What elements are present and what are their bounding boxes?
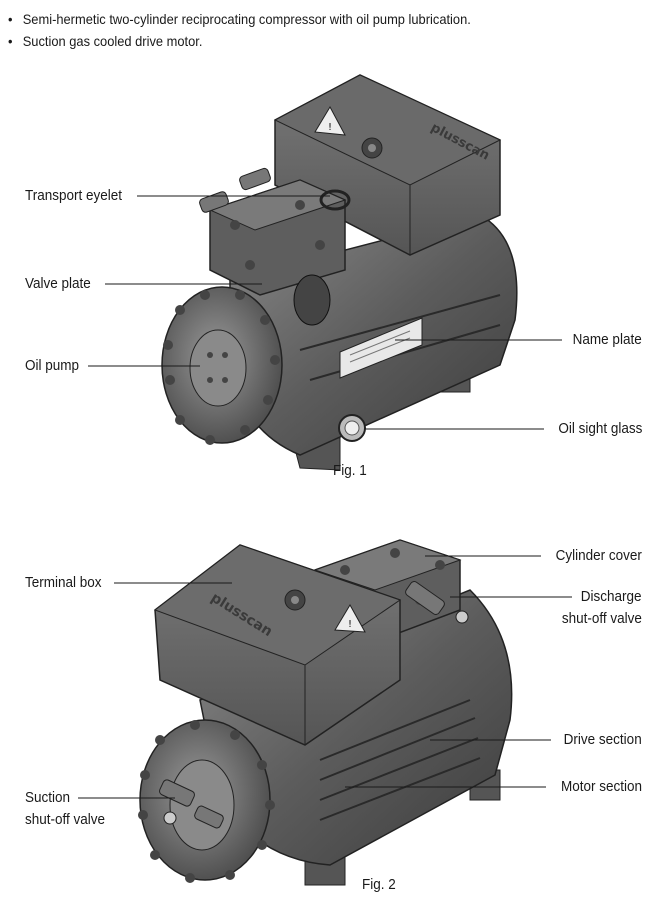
svg-text:!: ! <box>328 122 332 133</box>
compressor-figure-1: ! plusscan <box>161 74 518 471</box>
label-discharge-line2: shut-off valve <box>561 610 642 627</box>
label-oil-sight-glass: Oil sight glass <box>557 420 642 437</box>
label-valve-plate: Valve plate <box>25 275 91 292</box>
label-transport-eyelet: Transport eyelet <box>25 187 123 204</box>
label-cylinder-cover: Cylinder cover <box>555 547 642 564</box>
label-suction-line2: shut-off valve <box>25 811 106 828</box>
label-terminal-box: Terminal box <box>25 574 102 591</box>
label-discharge-line1: Discharge <box>581 588 642 605</box>
figure-2-caption: Fig. 2 <box>362 876 396 893</box>
figure-1-caption: Fig. 1 <box>333 462 367 479</box>
feature-item: Semi-hermetic two-cylinder reciprocating… <box>8 8 471 30</box>
feature-list: Semi-hermetic two-cylinder reciprocating… <box>8 8 511 52</box>
label-drive-section: Drive section <box>563 731 642 748</box>
feature-item: Suction gas cooled drive motor. <box>8 30 471 52</box>
figure-1-leaders <box>88 195 562 430</box>
svg-text:!: ! <box>348 619 352 630</box>
figure-2-leaders <box>78 555 572 799</box>
compressor-figure-2: ! plusscan <box>138 539 513 886</box>
label-oil-pump: Oil pump <box>25 357 80 374</box>
label-name-plate: Name plate <box>572 331 642 348</box>
label-motor-section: Motor section <box>560 778 642 795</box>
label-suction-line1: Suction <box>25 789 71 806</box>
